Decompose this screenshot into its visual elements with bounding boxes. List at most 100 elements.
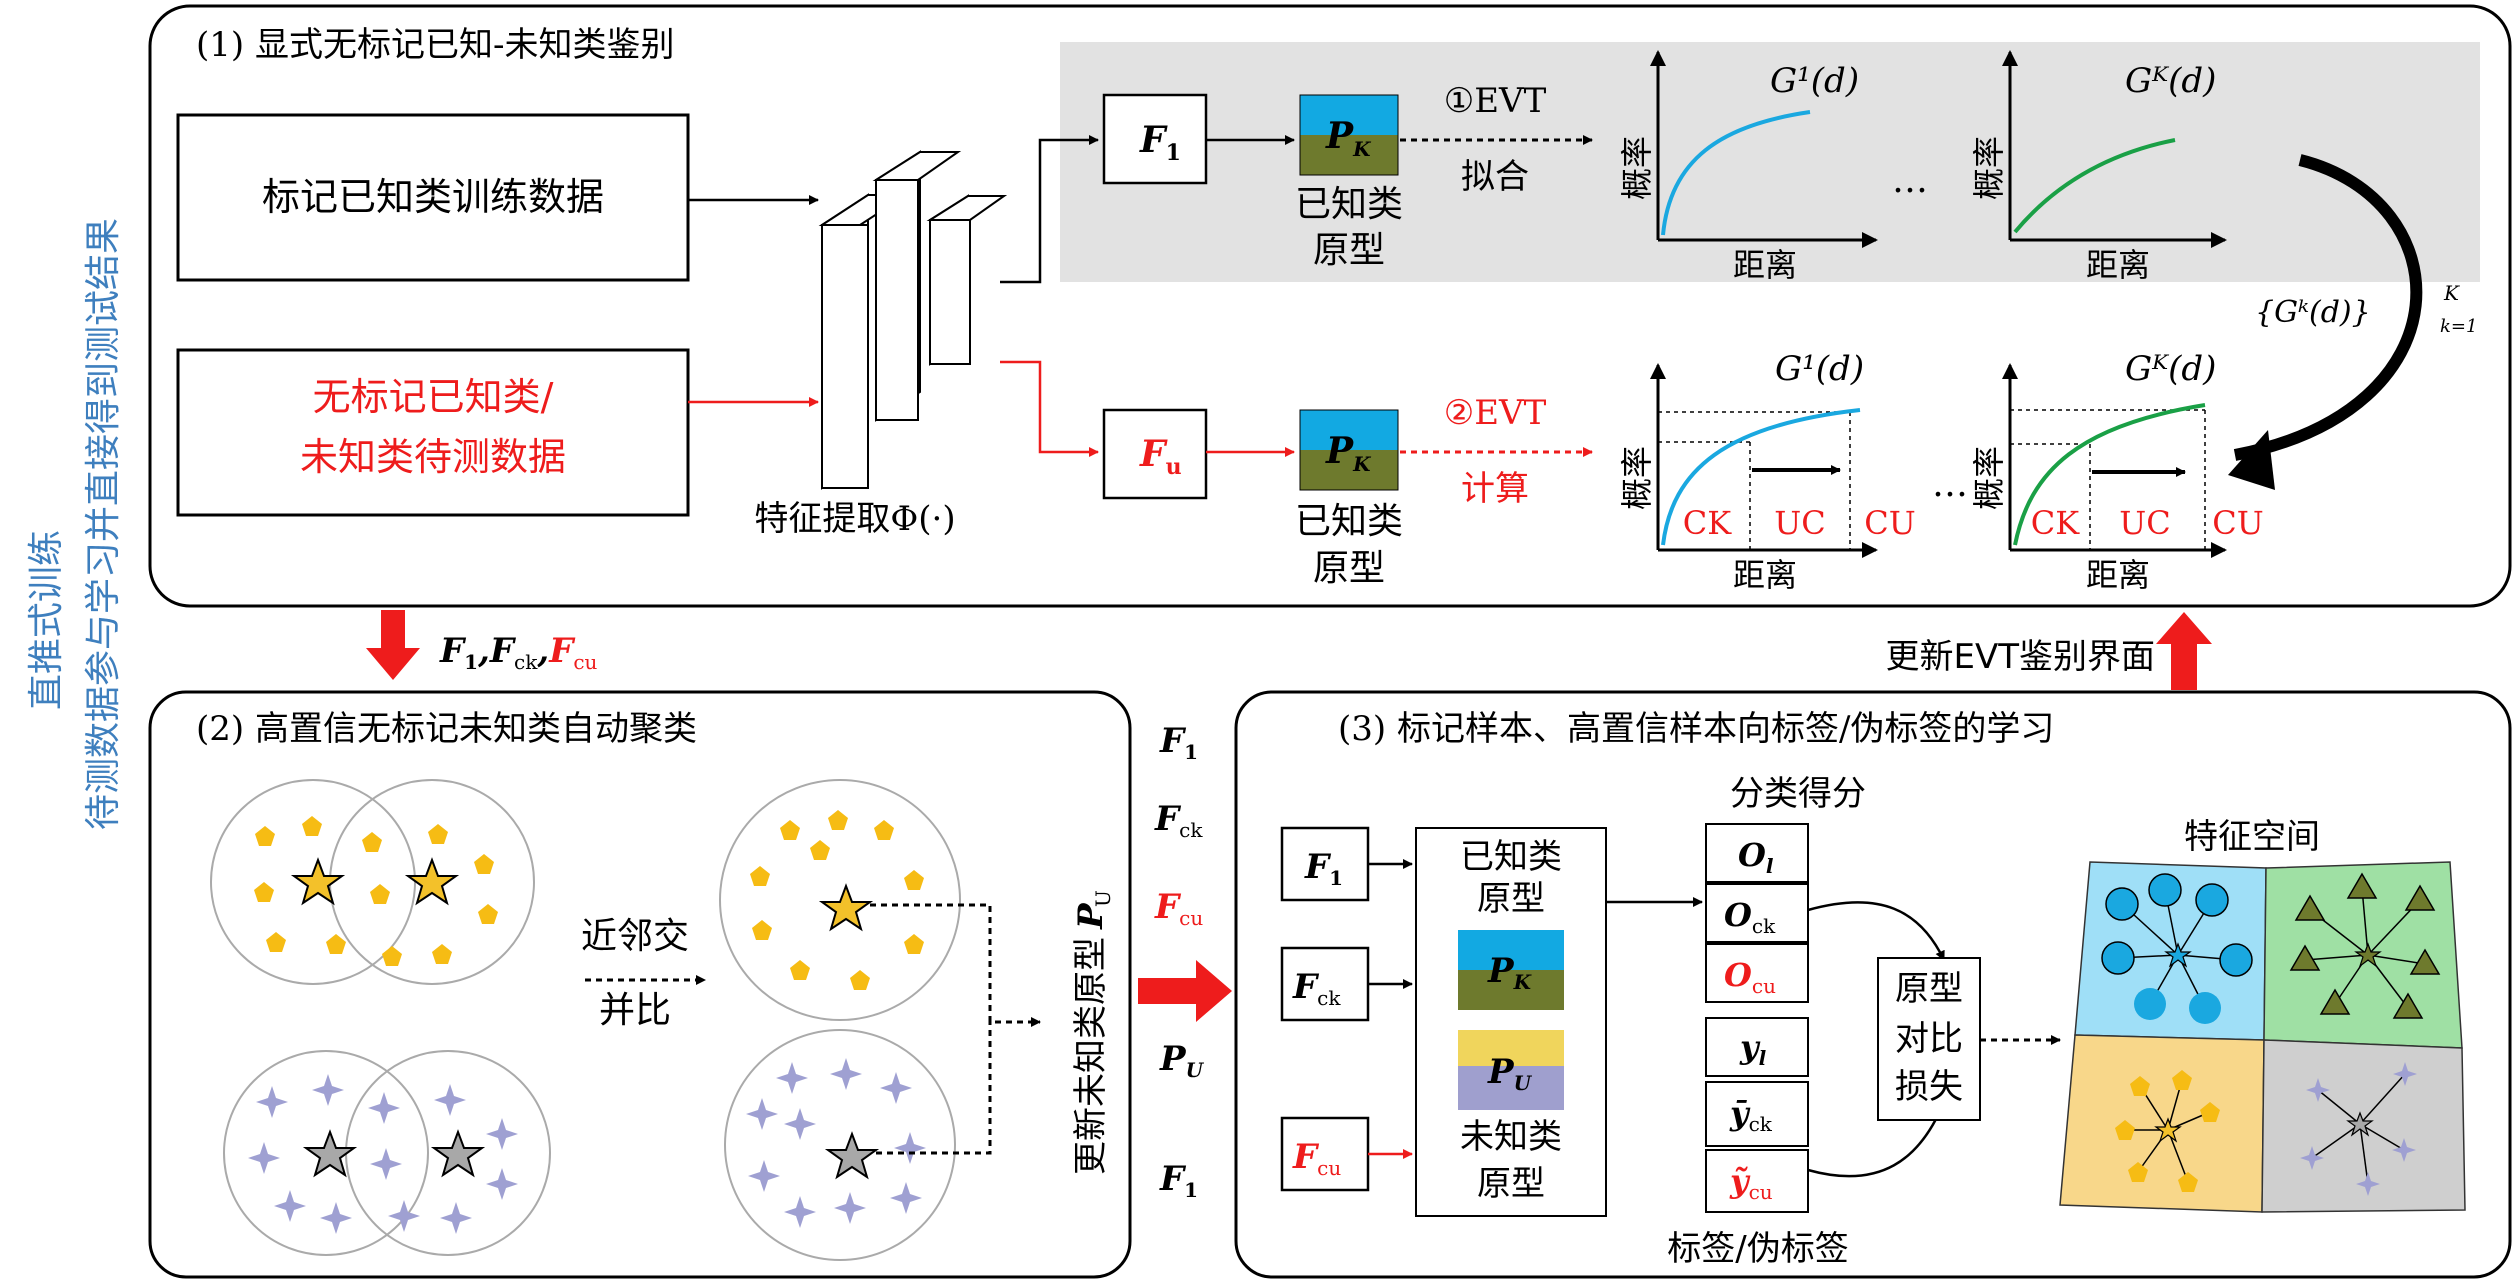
pentagon-sample <box>266 932 286 952</box>
blue-circle-sample <box>2101 941 2135 975</box>
pentagon-sample <box>2128 1162 2148 1182</box>
o-cu: Ocu <box>1724 956 1776 998</box>
dist-top1: 距离 <box>1733 246 1797 284</box>
mid-pu-sub: U <box>1186 1058 1205 1082</box>
update-evt-label: 更新EVT鉴别界面 <box>1885 637 2155 677</box>
sparkle-sample <box>248 1142 280 1174</box>
dist-topk: 距离 <box>2086 246 2150 284</box>
evt-fit-line1: ①EVT <box>1444 81 1547 121</box>
ellipsis-top: … <box>1892 160 1928 201</box>
p3-pu-main: P <box>1487 1052 1515 1092</box>
down-arrow-label: F1,Fck,Fcu <box>439 631 598 674</box>
prob-botk: 概率 <box>1970 446 2008 510</box>
up-arrow-to-panel1 <box>2156 612 2212 690</box>
mid-f1: F1 <box>1159 721 1198 764</box>
known-proto-top <box>1299 94 1399 176</box>
panel-label-learning: (3) 标记样本、高置信样本向标签/伪标签的学习 分类得分 特征空间 F1 Fc… <box>1234 690 2512 1279</box>
pk-bot-label: PK <box>1325 430 1372 476</box>
calc-curve-green <box>2013 403 2206 546</box>
merged-cluster-circle <box>724 1029 956 1261</box>
cu-k: CU <box>2212 504 2263 542</box>
region-orange <box>2059 1034 2265 1213</box>
star-prototype <box>302 1129 358 1178</box>
pk-bot-sub: K <box>1352 452 1372 476</box>
pentagon-sample <box>904 934 924 954</box>
p3-pk-main: P <box>1487 951 1515 991</box>
blue-circle-sample <box>2105 887 2139 921</box>
f1-box <box>1102 93 1208 185</box>
known-proto-bottom <box>1299 409 1399 491</box>
cluster-circle <box>223 1050 429 1256</box>
o-ck-sub: ck <box>1752 914 1776 938</box>
sparkle-sample <box>784 1196 816 1228</box>
p3-f1: F1 <box>1304 847 1343 890</box>
proto-bot-line2: 原型 <box>1313 548 1385 589</box>
gk-bot: Gᴷ(d) <box>2125 349 2216 389</box>
sparkle-sample <box>370 1148 402 1180</box>
pentagon-sample <box>2200 1102 2220 1122</box>
side-label-line2: 待测数据参与学习并直接得到测试结果 <box>83 218 124 830</box>
sparkle-sample <box>256 1086 288 1118</box>
score-to-loss-arrow <box>1807 901 1946 961</box>
side-label-line1: 直推式训练 <box>26 530 67 710</box>
sparkle-sample <box>312 1074 344 1106</box>
test-data-box <box>176 348 690 517</box>
pentagon-sample <box>474 854 494 874</box>
p3-unknown-proto <box>1458 1030 1564 1110</box>
sparkle-sample <box>388 1200 420 1232</box>
blue-circle-sample <box>2219 943 2253 977</box>
evt-fit-plot-1: G¹(d) 概率 距离 <box>1618 50 1878 284</box>
panel3-title: (3) 标记样本、高置信样本向标签/伪标签的学习 <box>1338 709 2054 749</box>
y-l: yl <box>1739 1028 1767 1070</box>
p3-pk: PK <box>1487 951 1533 994</box>
merged-star <box>824 1131 880 1180</box>
pentagon-sample <box>750 866 770 886</box>
known-proto-line1: 已知类 <box>1460 837 1562 877</box>
f1-label: F1 <box>1139 119 1181 166</box>
feature-extract-label: 特征提取Φ(·) <box>754 499 955 539</box>
g1-bot: G¹(d) <box>1775 349 1864 389</box>
pentagon-sample <box>254 882 274 902</box>
o-l-sub: l <box>1766 854 1774 878</box>
proto-bot-line1: 已知类 <box>1295 501 1403 542</box>
triangle-sample <box>2409 948 2441 975</box>
sparkle-sample <box>776 1062 808 1094</box>
sparkle-sample <box>2306 1078 2330 1102</box>
merged-star <box>818 883 874 932</box>
sparkle-sample <box>2300 1146 2324 1170</box>
pk-top-sub: K <box>1352 137 1372 161</box>
panel2-title: (2) 高置信无标记未知类自动聚类 <box>196 709 697 749</box>
merged-pentagons <box>750 810 924 990</box>
g1-top: G¹(d) <box>1770 61 1859 101</box>
sparkle-sample <box>320 1202 352 1234</box>
train-data-box <box>176 113 690 282</box>
feature-extractor <box>818 150 1008 490</box>
fu-label: Fu <box>1139 433 1182 480</box>
pentagon-sample <box>428 824 448 844</box>
feature-space-label: 特征空间 <box>2184 817 2320 857</box>
o-cu-main: O <box>1724 956 1752 994</box>
pentagon-sample <box>432 944 452 964</box>
set-label-sub: k=1 <box>2440 316 2477 337</box>
star-prototype <box>430 1129 486 1178</box>
p3-fcu-sub: cu <box>1317 1156 1341 1180</box>
proto-top-line2: 原型 <box>1313 230 1385 271</box>
ellipsis-bot: … <box>1932 464 1968 505</box>
p3-fck-main: F <box>1292 967 1320 1007</box>
side-label: 直推式训练 待测数据参与学习并直接得到测试结果 <box>26 218 124 830</box>
sparkle-sample <box>2393 1062 2417 1086</box>
evt-calc-line1: ②EVT <box>1444 393 1547 433</box>
label-stack: yl ȳck ỹcu <box>1705 1017 1809 1213</box>
p3-pu-sub: U <box>1514 1071 1533 1095</box>
y-cu: ỹcu <box>1729 1162 1773 1204</box>
gray-cluster <box>2300 1062 2417 1196</box>
panel1-title: (1) 显式无标记已知-未知类鉴别 <box>196 25 674 65</box>
star-prototype <box>404 857 460 906</box>
fu-label-main: F <box>1139 433 1168 475</box>
panel2-frame <box>148 690 1132 1279</box>
orange-star <box>2154 1117 2182 1143</box>
dl-fcu-sub: cu <box>573 650 597 674</box>
mid-fck-main: F <box>1154 799 1182 839</box>
pk-top-label: PK <box>1325 115 1372 161</box>
pentagon-sample <box>904 870 924 890</box>
